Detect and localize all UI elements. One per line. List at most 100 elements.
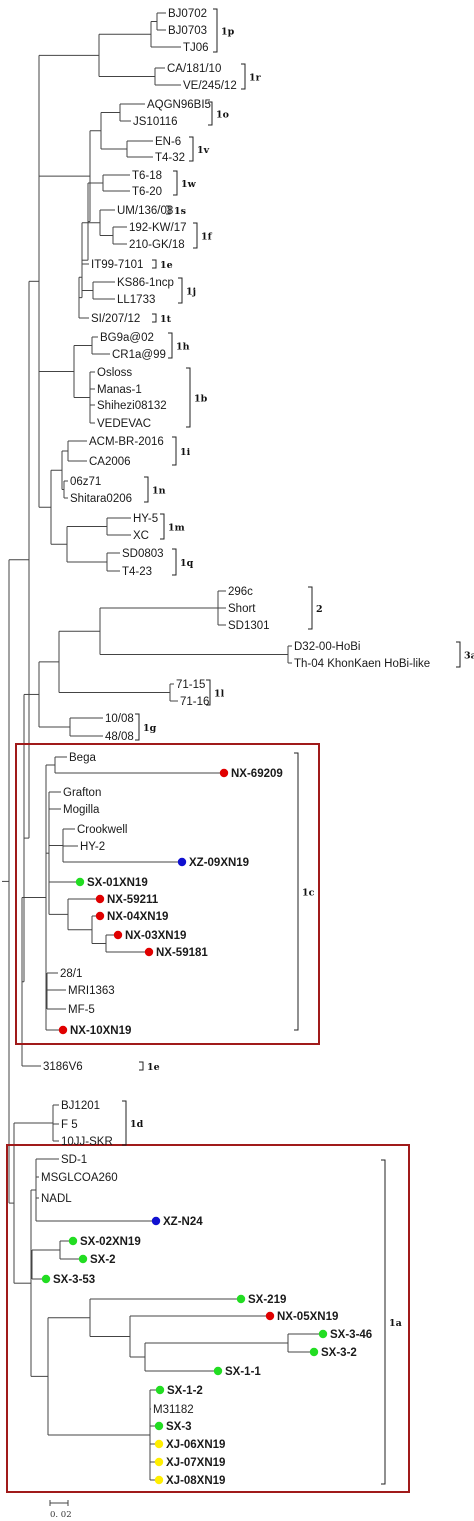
clade-label-g1b: 1b xyxy=(194,394,208,405)
clade-bracket-g1j xyxy=(178,277,183,304)
leaf-label-xj08: XJ-08XN19 xyxy=(166,1475,225,1487)
leaf-label-acmbr: ACM-BR-2016 xyxy=(89,436,164,448)
clade-bracket-g1q xyxy=(172,548,177,576)
leaf-label-tj06: TJ06 xyxy=(183,42,209,54)
leaf-label-mf5: MF-5 xyxy=(68,1004,95,1016)
leaf-label-t620: T6-20 xyxy=(132,186,162,198)
leaf-label-t618: T6-18 xyxy=(132,170,162,182)
clade-label-g3: 3a xyxy=(464,651,474,662)
clade-bracket-g3 xyxy=(456,641,461,668)
leaf-label-s1008: 10/08 xyxy=(105,713,134,725)
leaf-label-grafton: Grafton xyxy=(63,787,101,799)
leaf-label-z06: 06z71 xyxy=(70,476,101,488)
leaf-label-xj06: XJ-06XN19 xyxy=(166,1439,225,1451)
leaf-label-sx219: SX-219 xyxy=(248,1294,286,1306)
clade-label-g1d: 1d xyxy=(130,1119,144,1130)
leaf-label-msglcoa: MSGLCOA260 xyxy=(41,1172,118,1184)
clade-bracket-g1b xyxy=(186,367,191,428)
leaf-label-sx353: SX-3-53 xyxy=(53,1274,95,1286)
green-marker-sx01 xyxy=(75,877,85,887)
leaf-label-th04: Th-04 KhonKaen HoBi-like xyxy=(294,658,430,670)
clade-bracket-g1f xyxy=(193,222,198,249)
clade-label-g1n: 1n xyxy=(152,486,166,497)
leaf-label-s7115: 71-15 xyxy=(176,679,205,691)
clade-label-g1e_top: 1e xyxy=(160,260,173,271)
leaf-label-ll1733: LL1733 xyxy=(117,294,155,306)
clade-bracket-g1o xyxy=(208,101,213,126)
clade-bracket-g1s xyxy=(166,205,171,215)
clade-bracket-g1m xyxy=(160,513,165,540)
leaf-label-sx2: SX-2 xyxy=(90,1254,116,1266)
clade-label-g1g: 1g xyxy=(143,723,157,734)
clade-bracket-g1v xyxy=(189,136,194,162)
leaf-label-cr1a: CR1a@99 xyxy=(112,349,166,361)
clade-bracket-g1t xyxy=(152,313,157,323)
leaf-label-bj0703: BJ0703 xyxy=(168,25,207,37)
red-marker-nx05 xyxy=(265,1311,275,1321)
clade-bracket-g1r xyxy=(241,63,246,90)
leaf-label-gk210: 210-GK/18 xyxy=(129,239,185,251)
clade-label-g1i: 1i xyxy=(180,447,191,458)
clade-bracket-g1n xyxy=(144,476,149,503)
leaf-label-vedevac: VEDEVAC xyxy=(97,418,151,430)
leaf-label-shihezi: Shihezi08132 xyxy=(97,400,167,412)
clade-brackets xyxy=(122,8,461,1485)
clade-label-g1m: 1m xyxy=(168,523,185,534)
leaf-label-manas: Manas-1 xyxy=(97,384,142,396)
leaf-label-s3186: 3186V6 xyxy=(43,1061,83,1073)
leaf-label-shitara: Shitara0206 xyxy=(70,493,132,505)
clade-label-g1c: 1c xyxy=(302,888,315,899)
clade-labels: 1p1r1o1v1w1s1f1e1j1t1h1b1i1n1m1q23a1l1g1… xyxy=(130,27,474,1330)
leaf-label-mri1363: MRI1363 xyxy=(68,985,115,997)
leaf-label-nx03: NX-03XN19 xyxy=(125,930,186,942)
leaf-label-si207: SI/207/12 xyxy=(91,313,140,325)
clade-bracket-g1h xyxy=(168,332,173,359)
green-marker-sx12 xyxy=(155,1385,165,1395)
leaf-label-sx12: SX-1-2 xyxy=(167,1385,203,1397)
clade-1c-highlight-box xyxy=(15,743,320,1045)
clade-label-g1s: 1s xyxy=(174,206,186,217)
leaf-label-sx02: SX-02XN19 xyxy=(80,1236,141,1248)
clade-label-g2: 2 xyxy=(316,604,323,615)
leaf-label-nx59181: NX-59181 xyxy=(156,947,208,959)
leaf-label-s7116: 71-16 xyxy=(180,696,209,708)
leaf-markers xyxy=(41,768,328,1485)
clade-label-g1j: 1j xyxy=(186,287,196,298)
leaf-label-js10116: JS10116 xyxy=(133,116,178,128)
clade-label-g1w: 1w xyxy=(181,179,197,190)
leaf-label-hy5: HY-5 xyxy=(133,513,158,525)
leaf-label-it99: IT99-7101 xyxy=(91,259,143,271)
leaf-label-ca2006: CA2006 xyxy=(89,456,131,468)
leaf-label-sd1: SD-1 xyxy=(61,1154,87,1166)
leaf-label-bj0702: BJ0702 xyxy=(168,8,207,20)
leaf-label-ca181: CA/181/10 xyxy=(167,63,221,75)
leaf-label-xc: XC xyxy=(133,530,149,542)
scale-bar: 0. 02 xyxy=(49,1500,72,1520)
clade-label-g1t: 1t xyxy=(160,314,172,325)
green-marker-sx353 xyxy=(41,1274,51,1284)
green-marker-sx2 xyxy=(78,1254,88,1264)
leaf-label-sx3: SX-3 xyxy=(166,1421,192,1433)
leaf-label-f5: F 5 xyxy=(61,1119,78,1131)
leaf-label-nx05: NX-05XN19 xyxy=(277,1311,338,1323)
clade-bracket-g1i xyxy=(172,436,177,466)
leaf-label-s4808: 48/08 xyxy=(105,731,134,743)
blue-marker-xzn24 xyxy=(151,1216,161,1226)
clade-label-g1f: 1f xyxy=(201,232,213,243)
clade-bracket-g1g xyxy=(135,713,140,741)
leaf-label-nx69209: NX-69209 xyxy=(231,768,283,780)
leaf-label-bega: Bega xyxy=(69,752,96,764)
green-marker-sx219 xyxy=(236,1294,246,1304)
leaf-label-sx32: SX-3-2 xyxy=(321,1347,357,1359)
leaf-label-osloss: Osloss xyxy=(97,367,132,379)
yellow-marker-xj07 xyxy=(154,1457,164,1467)
leaf-label-xzn24: XZ-N24 xyxy=(163,1216,203,1228)
leaf-label-kw192: 192-KW/17 xyxy=(129,222,187,234)
leaf-label-nx04: NX-04XN19 xyxy=(107,911,168,923)
red-marker-nx69209 xyxy=(219,768,229,778)
clade-bracket-g1l xyxy=(206,679,211,706)
leaf-label-m31182: M31182 xyxy=(153,1404,194,1416)
yellow-marker-xj06 xyxy=(154,1439,164,1449)
leaf-label-mogilla: Mogilla xyxy=(63,804,100,816)
